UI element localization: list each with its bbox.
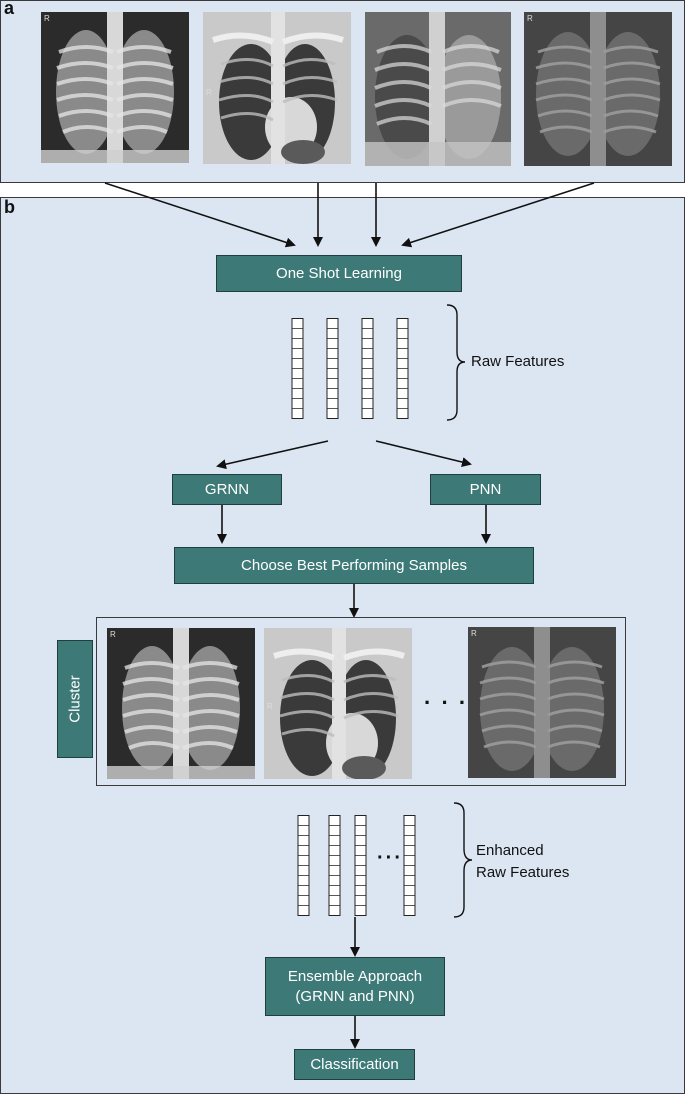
xray-4-tag: R [527,14,533,23]
xray-image-4: R [524,12,672,166]
xray-image-3 [365,12,511,166]
choose-best-box: Choose Best Performing Samples [174,547,534,584]
cluster-xray-3-tag: R [471,629,477,638]
xray-image-2: R [203,12,351,164]
panel-b-label: b [4,197,15,217]
feature-ellipsis: ··· [377,847,403,869]
xray-1-tag: R [44,14,50,23]
enhanced-label-line2: Raw Features [476,864,570,881]
pnn-box: PNN [430,474,541,505]
xray-image-1: R [41,12,189,163]
enhanced-features-label: Enhanced Raw Features [476,840,569,884]
ensemble-line1: Ensemble Approach [287,967,423,985]
enhanced-feature-vectors [297,815,416,916]
cluster-xray-1: R [107,628,255,779]
cluster-label-box: Cluster [57,640,93,758]
cluster-label: Cluster [66,675,84,723]
cluster-ellipsis: · · · [424,690,469,715]
cluster-xray-1-tag: R [110,630,116,639]
panel-a-label: a [4,0,15,18]
raw-feature-vectors [291,318,409,419]
cluster-xray-2-tag: R [267,702,273,711]
enhanced-label-line1: Enhanced [476,842,544,859]
ensemble-box: Ensemble Approach (GRNN and PNN) [265,957,445,1016]
cluster-xray-3: R [468,627,616,778]
ensemble-line2: (GRNN and PNN) [295,987,415,1005]
raw-features-label: Raw Features [471,353,565,370]
xray-2-tag: R [206,88,212,97]
one-shot-learning-box: One Shot Learning [216,255,462,292]
grnn-box: GRNN [172,474,282,505]
classification-box: Classification [294,1049,415,1080]
cluster-xray-2: R [264,628,412,779]
